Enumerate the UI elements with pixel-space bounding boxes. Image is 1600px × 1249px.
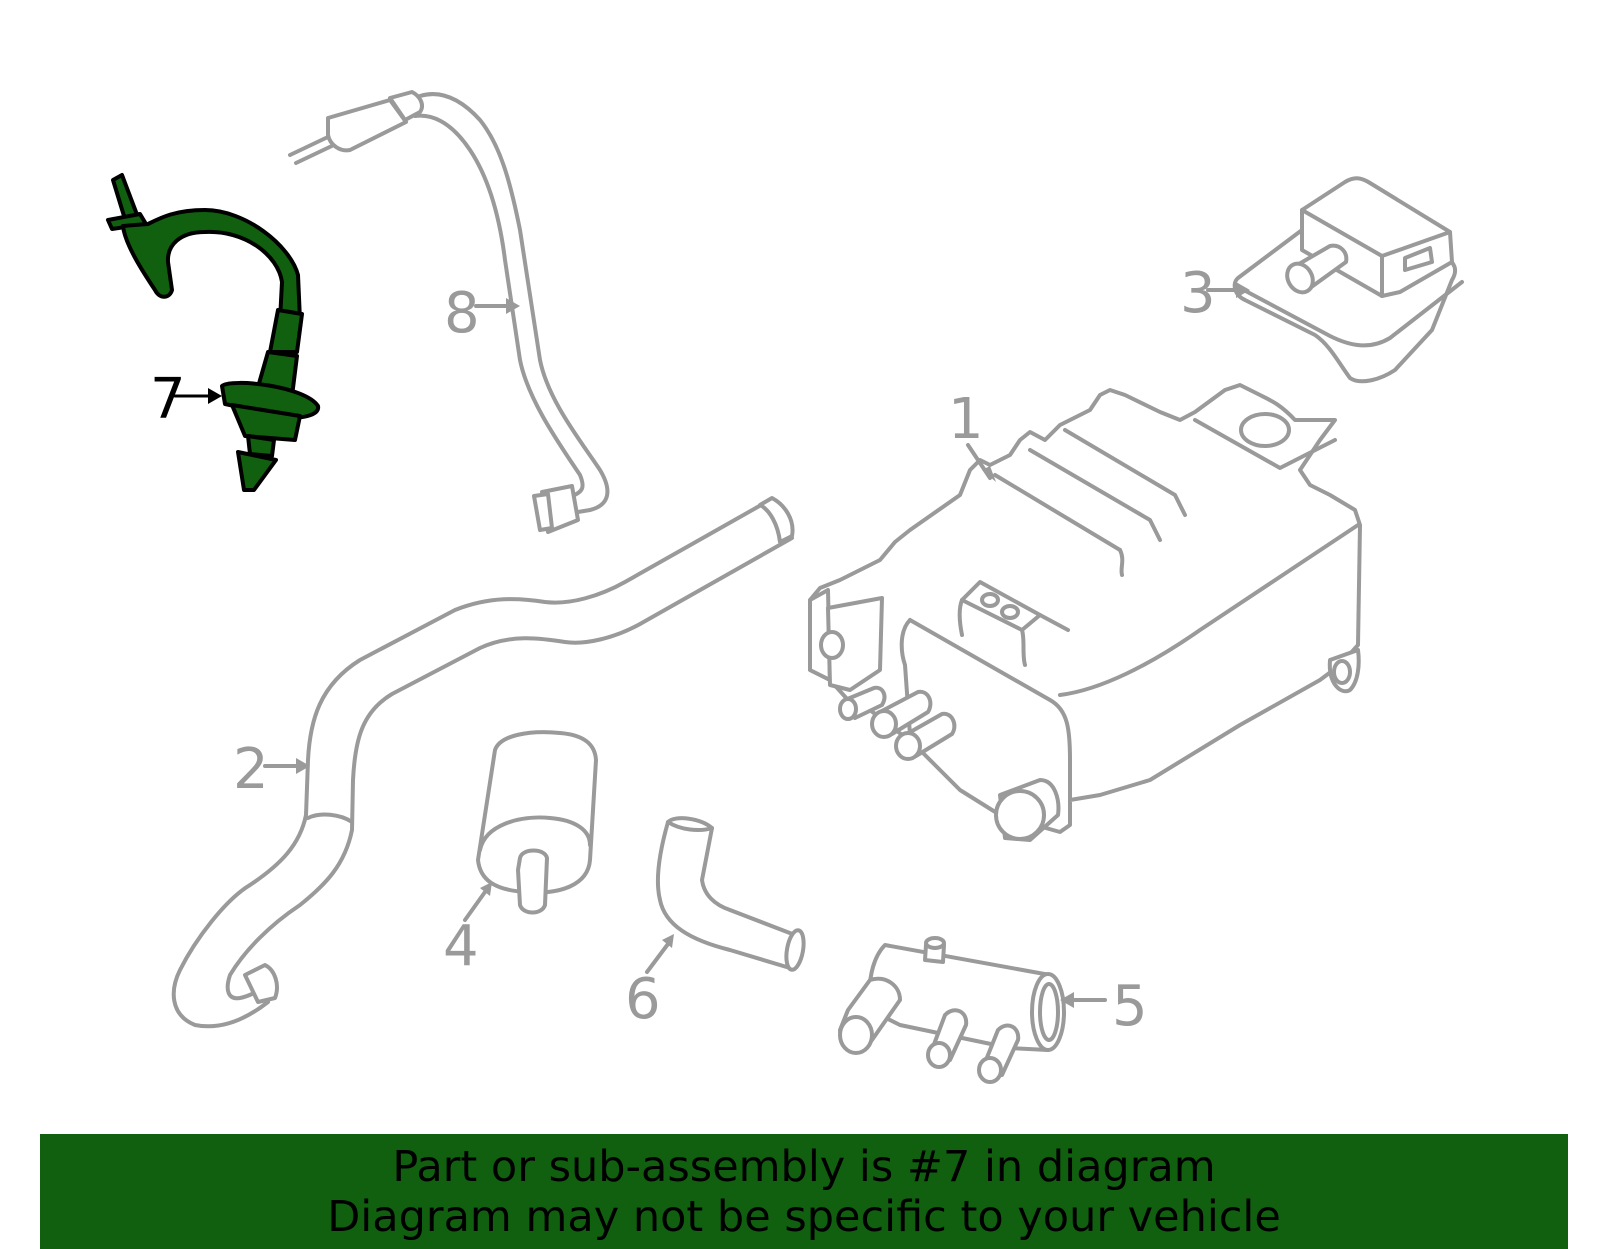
- callout-6[interactable]: 6: [625, 934, 674, 1032]
- banner-line-1: Part or sub-assembly is #7 in diagram: [392, 1141, 1216, 1192]
- callout-label-4: 4: [443, 914, 479, 979]
- part-3-valve[interactable]: [1232, 176, 1464, 384]
- callout-label-6: 6: [625, 967, 661, 1032]
- callout-label-3: 3: [1180, 261, 1216, 326]
- banner-line-2: Diagram may not be specific to your vehi…: [327, 1191, 1281, 1242]
- part-6-hose[interactable]: [656, 816, 806, 972]
- callout-3[interactable]: 3: [1180, 261, 1250, 326]
- callout-label-2: 2: [233, 737, 269, 802]
- callout-2[interactable]: 2: [233, 737, 310, 802]
- callout-label-7: 7: [150, 367, 186, 432]
- callout-label-5: 5: [1112, 974, 1148, 1039]
- callout-7[interactable]: 7: [150, 367, 222, 432]
- part-2-hose[interactable]: [171, 496, 795, 1029]
- part-8-hose[interactable]: [288, 90, 610, 534]
- info-banner: Part or sub-assembly is #7 in diagram Di…: [40, 1134, 1568, 1249]
- callout-5[interactable]: 5: [1060, 974, 1148, 1039]
- part-5-fitting[interactable]: [838, 936, 1066, 1084]
- callout-8[interactable]: 8: [444, 281, 520, 346]
- callout-1[interactable]: 1: [948, 387, 996, 482]
- callout-4[interactable]: 4: [443, 882, 492, 979]
- callout-label-8: 8: [444, 281, 480, 346]
- part-4-filter[interactable]: [476, 730, 598, 915]
- callout-label-1: 1: [948, 387, 984, 452]
- part-1-canister[interactable]: [808, 383, 1362, 842]
- part-7-highlighted[interactable]: [106, 173, 321, 492]
